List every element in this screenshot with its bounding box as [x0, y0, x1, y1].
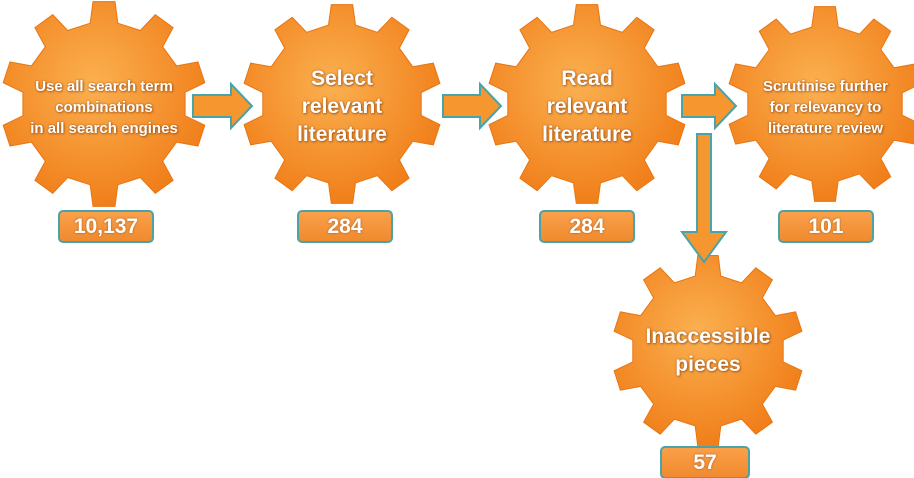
step-read-label: Read relevant literature — [542, 67, 632, 146]
gear-scrutinise — [728, 6, 914, 202]
count-search: 10,137 — [58, 210, 154, 243]
arrow-group — [192, 81, 738, 264]
step-select-label: Select relevant literature — [297, 67, 387, 146]
count-scrutinise: 101 — [778, 210, 874, 243]
count-inaccessible: 57 — [660, 446, 750, 478]
arrow-read-to-scrutinise — [681, 81, 738, 131]
step-scrutinise-label: Scrutinise further for relevancy to lite… — [762, 77, 889, 137]
gear-select — [243, 4, 441, 204]
step-inaccessible-label: Inaccessible pieces — [645, 325, 771, 376]
arrow-read-to-inaccessible — [680, 133, 728, 264]
step-search-label: Use all search term combinations in all … — [30, 77, 178, 137]
gear-group — [2, 1, 914, 447]
gear-read — [488, 4, 686, 204]
gear-search — [2, 1, 206, 207]
count-select: 284 — [297, 210, 393, 243]
arrow-select-to-read — [442, 81, 503, 131]
count-read: 284 — [539, 210, 635, 243]
arrow-search-to-select — [192, 81, 254, 131]
gear-inaccessible — [613, 255, 803, 447]
